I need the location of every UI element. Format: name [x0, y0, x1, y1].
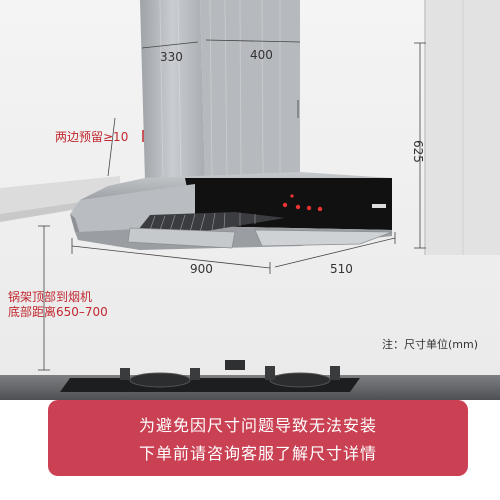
- warning-banner: 为避免因尺寸问题导致无法安装 下单前请咨询客服了解尺寸详情: [48, 400, 468, 476]
- banner-line-2: 下单前请咨询客服了解尺寸详情: [138, 444, 377, 463]
- pot-rack-label-line1: 锅架顶部到烟机: [8, 290, 93, 304]
- left-shelf: [0, 176, 120, 214]
- banner-line-1: 为避免因尺寸问题导致无法安装: [138, 416, 377, 435]
- chimney-side: [200, 0, 300, 180]
- flap-plate: [127, 227, 236, 249]
- side-clearance-label: 两边预留≥10: [55, 130, 129, 144]
- pot-rack-label-line2: 底部距离650–700: [8, 305, 108, 319]
- gas-stove: [120, 360, 340, 388]
- dimension-width-top: 400: [250, 48, 273, 62]
- filter-mesh: [138, 212, 285, 232]
- touch-control-dot-icon: [282, 194, 323, 212]
- dimension-width-main: 900: [190, 262, 213, 276]
- dimension-height: 625: [411, 140, 425, 163]
- dimension-depth-main: 510: [330, 262, 353, 276]
- brand-logo-icon: [372, 204, 386, 208]
- unit-note: 注：尺寸单位(mm): [382, 338, 479, 351]
- dimension-depth-top: 330: [160, 50, 183, 64]
- chimney-front: [140, 0, 205, 180]
